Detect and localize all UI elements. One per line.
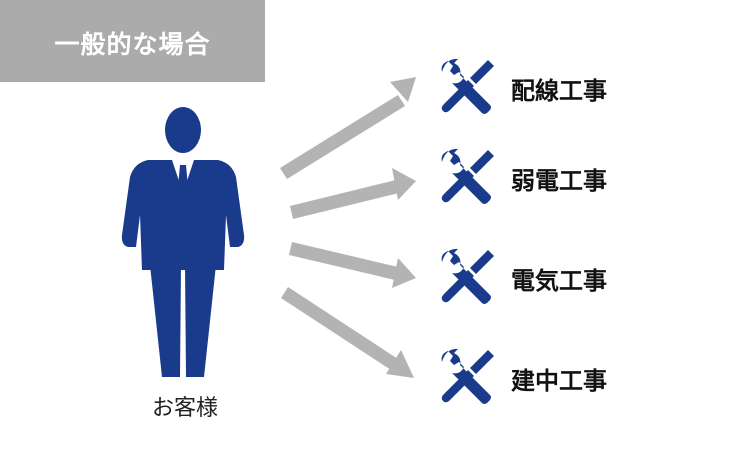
wrench-screwdriver-icon — [441, 58, 494, 114]
customer-person-icon — [121, 107, 245, 377]
service-label-3: 電気工事 — [511, 267, 607, 295]
service-label-1: 配線工事 — [511, 77, 607, 105]
service-item-3: 電気工事 — [438, 248, 738, 308]
page-title: 一般的な場合 — [54, 30, 211, 59]
arrow-to-service-1 — [280, 77, 416, 179]
arrow-to-service-2 — [290, 168, 416, 219]
wrench-screwdriver-icon — [441, 248, 494, 304]
title-banner: 一般的な場合 — [0, 0, 265, 82]
arrow-to-service-3 — [289, 242, 416, 288]
customer-label: お客様 — [151, 396, 218, 421]
service-item-4: 建中工事 — [438, 348, 738, 408]
service-item-1: 配線工事 — [438, 58, 738, 118]
service-item-2: 弱電工事 — [438, 148, 738, 208]
wrench-screwdriver-icon — [441, 148, 494, 204]
service-label-4: 建中工事 — [511, 367, 607, 395]
arrow-to-service-4 — [281, 287, 414, 378]
service-label-2: 弱電工事 — [511, 167, 607, 195]
wrench-screwdriver-icon — [441, 348, 494, 404]
arrows-group — [280, 77, 416, 378]
